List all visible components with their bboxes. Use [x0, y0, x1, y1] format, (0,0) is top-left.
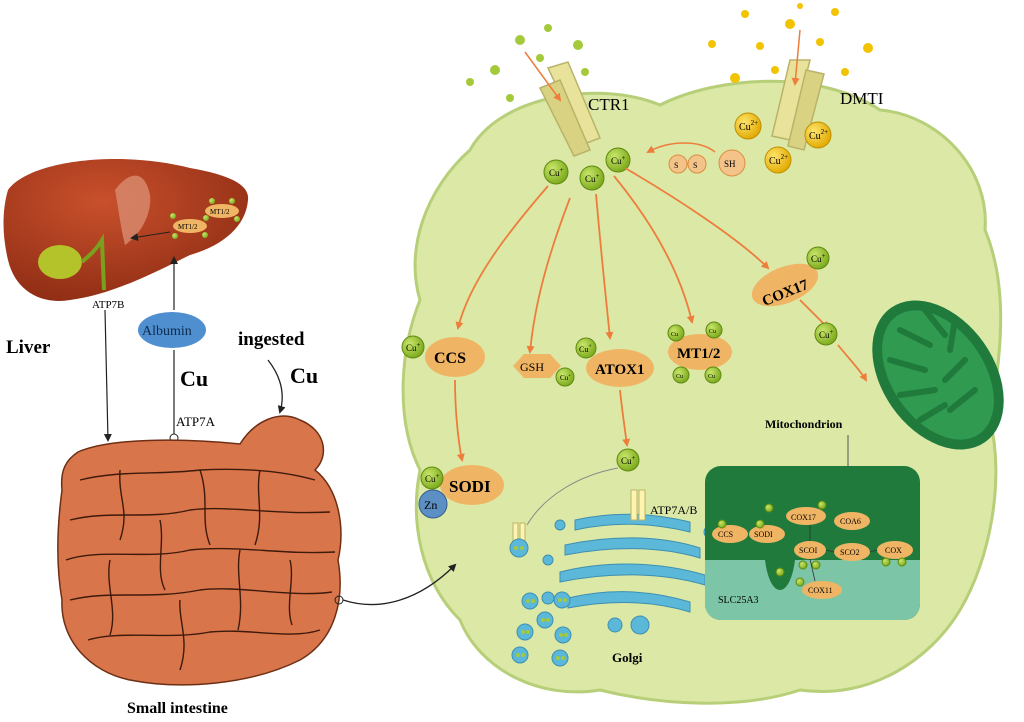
cox17-released-cu: Cu+ [814, 322, 838, 346]
ccs-chaperone: CCS [425, 337, 485, 377]
mt12-chaperone: MT1/2 Cu Cu Cu Cu [667, 321, 732, 384]
svg-text:GSH: GSH [520, 360, 544, 374]
svg-text:Cu+: Cu+ [621, 454, 636, 466]
golgi-feed-line [526, 467, 619, 526]
svg-text:Cu: Cu [676, 374, 683, 380]
atp7ab-label: ATP7A/B [650, 503, 697, 517]
cu2-ion-3: Cu2+ [764, 146, 792, 174]
ingested-arrow [267, 359, 286, 414]
sodi-cu-ion: Cu+ [420, 466, 444, 490]
dmt1-label: DMTI [840, 89, 884, 108]
svg-text:SCOI: SCOI [799, 546, 818, 555]
atp7ab-channel [630, 489, 646, 521]
svg-text:SH: SH [724, 159, 736, 169]
liver-label: Liver [6, 337, 51, 358]
extracellular-cu2-dots [708, 3, 873, 83]
mitochondrion [872, 300, 1004, 450]
sh-bead: SH [718, 149, 746, 177]
svg-text:SCO2: SCO2 [840, 548, 860, 557]
svg-text:Cu+: Cu+ [811, 252, 826, 264]
cu-ion-cluster-3: Cu+ [605, 147, 631, 173]
svg-text:ATOX1: ATOX1 [595, 362, 644, 378]
svg-text:Albumin: Albumin [142, 324, 192, 339]
cu-ion-cluster-1: Cu+ [543, 159, 569, 185]
s-bead-1: S [668, 154, 688, 174]
svg-text:SODI: SODI [449, 477, 491, 496]
liver-to-intestine-arrow [103, 309, 112, 442]
small-intestine-label: Small intestine [127, 700, 228, 717]
liver-mt12-complex: MT1/2 MT1/2 [170, 198, 240, 239]
reduction-arrow [646, 142, 716, 153]
svg-text:Cu2+: Cu2+ [809, 128, 828, 142]
liver-internal-arrow [130, 231, 171, 242]
svg-text:Cu+: Cu+ [819, 328, 834, 340]
svg-text:Cu2+: Cu2+ [739, 119, 758, 133]
svg-text:Cu2+: Cu2+ [769, 153, 788, 167]
mito-proteins: COX17 CCS SODI COA6 SCOI SCO2 COX COX11 [712, 500, 913, 599]
s-bead-2: S [687, 154, 707, 174]
svg-text:MT1/2: MT1/2 [677, 346, 720, 362]
zn-ion: Zn [418, 489, 448, 519]
svg-text:Cu+: Cu+ [585, 172, 600, 184]
golgi-apparatus [541, 513, 724, 635]
svg-text:Cu: Cu [709, 329, 716, 335]
dmt1-channel [771, 29, 825, 151]
svg-text:S: S [693, 161, 697, 170]
small-intestine [57, 415, 342, 686]
svg-text:CCS: CCS [434, 350, 466, 367]
ccs-cu-ion: Cu+ [401, 335, 425, 359]
liver-organ [3, 159, 249, 301]
svg-text:Cu: Cu [708, 374, 715, 380]
svg-text:COX11: COX11 [808, 586, 833, 595]
svg-text:COX17: COX17 [791, 513, 816, 522]
ctr1-channel [524, 51, 601, 157]
sodi-enzyme: SODI [440, 465, 504, 505]
gsh-chaperone: GSH Cu+ [513, 354, 575, 387]
intestine-to-cell-arrow [342, 563, 457, 606]
svg-text:S: S [674, 161, 678, 170]
mitochondrion-label: Mitochondrion [765, 417, 843, 431]
svg-text:Cu+: Cu+ [549, 166, 564, 178]
albumin-carrier: Albumin [138, 312, 206, 348]
svg-text:Cu+: Cu+ [611, 154, 626, 166]
svg-text:Cu+: Cu+ [406, 341, 421, 353]
svg-text:MT1/2: MT1/2 [178, 223, 198, 231]
slc25a3-label: SLC25A3 [718, 595, 759, 606]
cu2-ion-2: Cu2+ [804, 121, 832, 149]
cu-vesicles [509, 538, 572, 667]
atox1-chaperone: ATOX1 Cu+ [575, 337, 654, 387]
svg-text:COX: COX [885, 546, 902, 555]
svg-text:COA6: COA6 [840, 517, 861, 526]
svg-text:Cu+: Cu+ [579, 344, 592, 354]
svg-text:Zn: Zn [424, 498, 437, 512]
cu-ingested-label: Cu [290, 363, 318, 388]
svg-text:CCS: CCS [718, 530, 733, 539]
cu2-ion-1: Cu2+ [734, 112, 762, 140]
svg-text:Cu: Cu [671, 332, 678, 338]
svg-text:MT1/2: MT1/2 [210, 208, 230, 216]
golgi-label: Golgi [612, 650, 643, 665]
golgi-cu-ion: Cu+ [616, 448, 640, 472]
distribution-arrows [454, 167, 868, 462]
ctr1-label: CTR1 [588, 95, 630, 114]
svg-text:Cu+: Cu+ [560, 374, 571, 382]
svg-text:Cu+: Cu+ [425, 472, 440, 484]
atp7b-label: ATP7B [92, 299, 124, 311]
atp7a-label: ATP7A [176, 414, 216, 429]
cu-ion-cluster-2: Cu+ [579, 165, 605, 191]
ingested-label: ingested [238, 329, 305, 350]
svg-text:SODI: SODI [754, 530, 773, 539]
cu-blood-label: Cu [180, 366, 208, 391]
